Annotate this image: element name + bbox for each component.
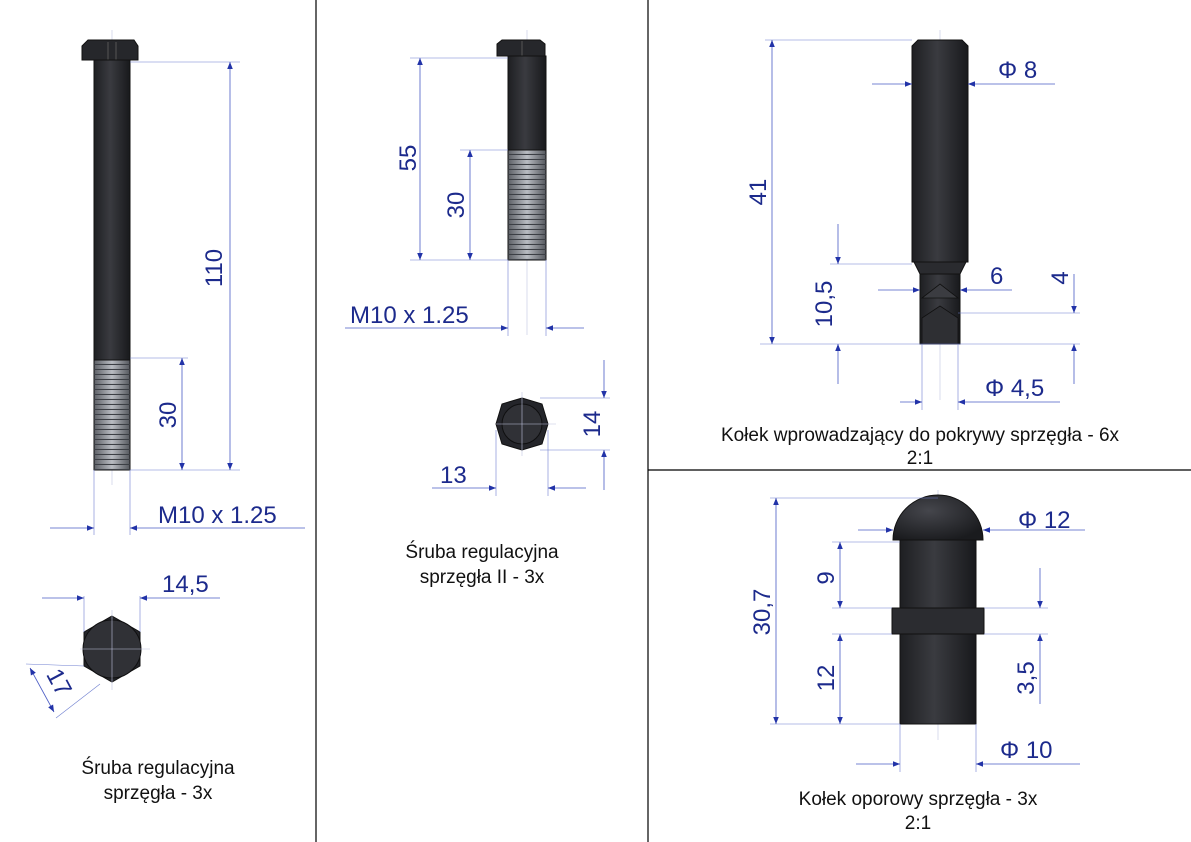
part3-scale: 2:1 xyxy=(907,448,933,469)
part3-dimensions xyxy=(760,39,1080,410)
part1-thread-spec: M10 x 1.25 xyxy=(158,502,277,529)
part1-head-corners-dim: 17 xyxy=(40,664,76,700)
part4-body-diameter-dim: Φ 10 xyxy=(1000,737,1053,764)
part4-caption: Kołek oporowy sprzęgła - 3x xyxy=(799,789,1038,810)
part4-scale: 2:1 xyxy=(905,813,931,834)
part3-caption: Kołek wprowadzający do pokrywy sprzęgła … xyxy=(721,425,1120,446)
part2-bolt-side-view xyxy=(496,30,547,335)
part3-pin-view xyxy=(911,30,969,400)
part2-caption-line1: Śruba regulacyjna xyxy=(405,541,559,563)
part4-stop-pin-view xyxy=(891,490,985,740)
part3-groove-pos-dim: 10,5 xyxy=(811,281,838,328)
part4-collar-dim: 3,5 xyxy=(1013,661,1040,694)
part2-head-flats-dim: 14 xyxy=(579,411,606,438)
part3-tip-dim: 4 xyxy=(1047,271,1074,284)
part4-dimensions xyxy=(770,497,1085,772)
part4-head-height-dim: 9 xyxy=(813,571,840,584)
part3-diameter-dim: Φ 8 xyxy=(998,57,1037,84)
part2-dimensions xyxy=(345,57,584,336)
sheet-borders xyxy=(315,0,1191,842)
part1-bolt-side-view xyxy=(81,30,139,485)
part1-dimensions xyxy=(50,61,305,535)
part2-caption-line2: sprzęgła II - 3x xyxy=(420,567,545,588)
part2-hex-head-view xyxy=(432,360,610,496)
part1-hex-head-view xyxy=(25,595,220,719)
part2-thread-dim: 30 xyxy=(443,192,470,219)
part1-length-dim: 110 xyxy=(201,249,228,287)
part3-tip-diameter-dim: Φ 4,5 xyxy=(985,375,1044,402)
part1-thread-dim: 30 xyxy=(155,402,182,429)
part4-head-diameter-dim: Φ 12 xyxy=(1018,507,1071,534)
part4-body-length-dim: 12 xyxy=(813,665,840,692)
part1-caption-line1: Śruba regulacyjna xyxy=(81,757,235,779)
part4-length-dim: 30,7 xyxy=(749,589,776,636)
part1-caption-line2: sprzęgła - 3x xyxy=(104,783,213,804)
part3-length-dim: 41 xyxy=(745,179,772,206)
part3-groove-width-dim: 6 xyxy=(990,263,1003,290)
part2-thread-spec: M10 x 1.25 xyxy=(350,302,469,329)
part2-length-dim: 55 xyxy=(395,145,422,172)
part2-head-width-dim: 13 xyxy=(440,462,467,489)
part1-head-flats-dim: 14,5 xyxy=(162,571,209,598)
